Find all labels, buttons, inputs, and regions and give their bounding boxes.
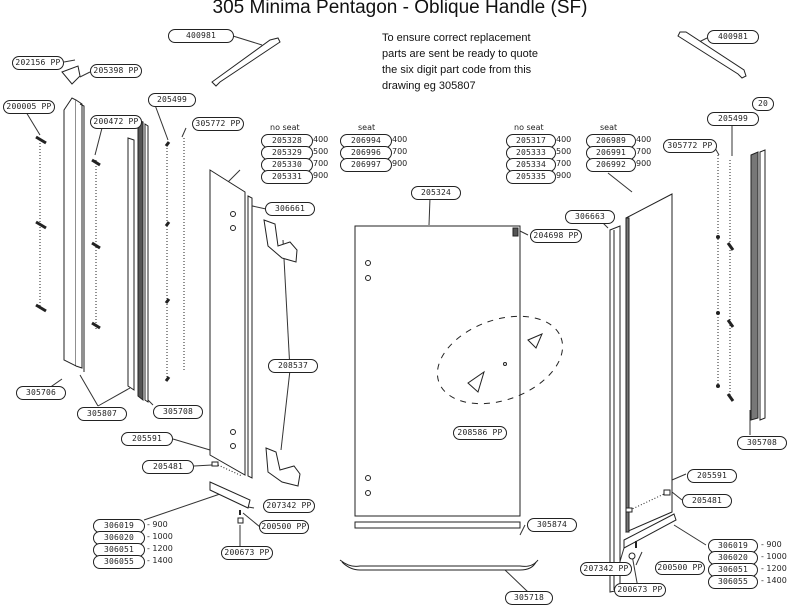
track-right-size: - 1400	[761, 576, 787, 585]
part-label-magnet-strip-right[interactable]: 306663	[565, 210, 615, 224]
part-label-wall-screw[interactable]: 200005 PP	[3, 100, 55, 114]
panel-left-seat-size: 400	[392, 135, 408, 144]
top-handle-right	[677, 31, 747, 79]
note-line: parts are sent be ready to quote	[382, 48, 538, 60]
panel-left-no-seat-size: 400	[313, 135, 329, 144]
track-right-size: - 1200	[761, 564, 787, 573]
part-label-top-handle-right[interactable]: 400981	[707, 30, 759, 44]
panel-right-no-seat-code[interactable]: 205335	[506, 170, 556, 184]
profile-left	[137, 119, 144, 402]
panel-left-no-seat-size: 700	[313, 159, 329, 168]
hinge-top	[263, 219, 298, 263]
handle-knob	[467, 370, 485, 393]
part-label-roller-left[interactable]: 207342 PP	[263, 499, 315, 513]
track-right-code[interactable]: 306055	[708, 575, 758, 589]
panel-right-no-seat-code[interactable]: 205333	[506, 146, 556, 160]
header-no-seat-right: no seat	[514, 123, 544, 132]
wall-profile-left	[63, 97, 77, 367]
header-no-seat-left: no seat	[270, 123, 300, 132]
magnet-strip-left	[247, 195, 253, 479]
part-label-bush-left[interactable]: 200500 PP	[259, 520, 309, 534]
note-line: the six digit part code from this	[382, 64, 532, 76]
magnet-strip-right	[609, 225, 621, 593]
panel-right-no-seat-size: 700	[556, 159, 572, 168]
leader-lines	[25, 35, 751, 593]
fixed-panel-left	[209, 169, 246, 476]
track-left-code[interactable]: 306055	[93, 555, 145, 569]
part-label-partial[interactable]: 20	[752, 97, 774, 111]
part-label-wheel-left[interactable]: 200673 PP	[221, 546, 273, 560]
panel-left-seat-size: 900	[392, 159, 408, 168]
panel-right-no-seat-size: 400	[556, 135, 572, 144]
panel-right-no-seat-code[interactable]: 205317	[506, 134, 556, 148]
track-right-size: - 900	[761, 540, 782, 549]
fixed-panel-right	[625, 193, 673, 533]
part-label-end-cap-left[interactable]: 205481	[142, 460, 194, 474]
part-label-bush-right[interactable]: 200500 PP	[655, 561, 705, 575]
handle-detail-circle	[436, 315, 564, 405]
part-label-wiper-left[interactable]: 205591	[121, 432, 173, 446]
part-label-hinge[interactable]: 208537	[268, 359, 318, 373]
part-label-seal-left[interactable]: 205499	[148, 93, 196, 107]
part-label-cap-screw[interactable]: 202156 PP	[12, 56, 64, 70]
hinge-bottom	[265, 447, 301, 487]
part-label-pin-left[interactable]: 305772 PP	[192, 117, 244, 131]
wall-screws-left	[35, 135, 171, 382]
track-left-code[interactable]: 306019	[93, 519, 145, 533]
tray-sill	[339, 559, 539, 567]
part-label-channel-profile[interactable]: 305807	[77, 407, 127, 421]
part-label-door-panel[interactable]: 205324	[411, 186, 461, 200]
note-line: To ensure correct replacement	[382, 32, 531, 44]
track-left-size: - 1000	[147, 532, 173, 541]
diagram-title: 305 Minima Pentagon - Oblique Handle (SF…	[212, 0, 588, 18]
panel-right-no-seat-size: 500	[556, 147, 572, 156]
part-label-wheel-right[interactable]: 200673 PP	[614, 583, 666, 597]
part-label-tray-sill[interactable]: 305718	[505, 591, 553, 605]
part-label-profile-right[interactable]: 305708	[737, 436, 787, 450]
panel-right-seat-code[interactable]: 206992	[586, 158, 636, 172]
panel-left-seat-code[interactable]: 206997	[340, 158, 392, 172]
part-label-corner-bracket[interactable]: 205398 PP	[90, 64, 142, 78]
header-seat-left: seat	[358, 123, 376, 132]
door-catch	[512, 227, 519, 237]
part-label-top-handle-left[interactable]: 400981	[168, 29, 234, 43]
track-right-size: - 1000	[761, 552, 787, 561]
header-seat-right: seat	[600, 123, 618, 132]
track-left	[209, 481, 251, 509]
corner-bracket	[61, 65, 81, 85]
part-label-handle-set[interactable]: 208586 PP	[453, 426, 507, 440]
panel-left-seat-size: 700	[392, 147, 408, 156]
track-left-size: - 1200	[147, 544, 173, 553]
part-label-door-catch[interactable]: 204698 PP	[530, 229, 582, 243]
bottom-seal	[354, 521, 521, 529]
profile-right	[750, 151, 759, 421]
part-label-roller-right[interactable]: 207342 PP	[580, 562, 632, 576]
part-label-wall-plug[interactable]: 200472 PP	[90, 115, 142, 129]
part-label-magnet-strip-left[interactable]: 306661	[265, 202, 315, 216]
panel-right-no-seat-size: 900	[556, 171, 572, 180]
door-panel	[354, 225, 521, 517]
panel-left-no-seat-code[interactable]: 205331	[261, 170, 313, 184]
track-left-size: - 1400	[147, 556, 173, 565]
part-label-pin-right[interactable]: 305772 PP	[663, 139, 717, 153]
track-left-size: - 900	[147, 520, 168, 529]
note-line: drawing eg 305807	[382, 80, 476, 92]
channel-profile-left	[127, 137, 135, 391]
part-label-seal-right[interactable]: 205499	[707, 112, 759, 126]
part-label-end-cap-right[interactable]: 205481	[682, 494, 732, 508]
part-label-wall-profile[interactable]: 305706	[16, 386, 66, 400]
panel-left-no-seat-size: 500	[313, 147, 329, 156]
track-right	[623, 513, 677, 549]
panel-right-seat-size: 400	[636, 135, 652, 144]
top-handle-left	[211, 37, 281, 87]
part-label-bottom-seal[interactable]: 305874	[527, 518, 577, 532]
part-label-profile-left[interactable]: 305708	[153, 405, 203, 419]
ordering-note: To ensure correct replacement parts are …	[382, 30, 538, 94]
part-label-wiper-right[interactable]: 205591	[687, 469, 737, 483]
panel-left-no-seat-size: 900	[313, 171, 329, 180]
panel-right-seat-size: 700	[636, 147, 652, 156]
panel-right-seat-size: 900	[636, 159, 652, 168]
